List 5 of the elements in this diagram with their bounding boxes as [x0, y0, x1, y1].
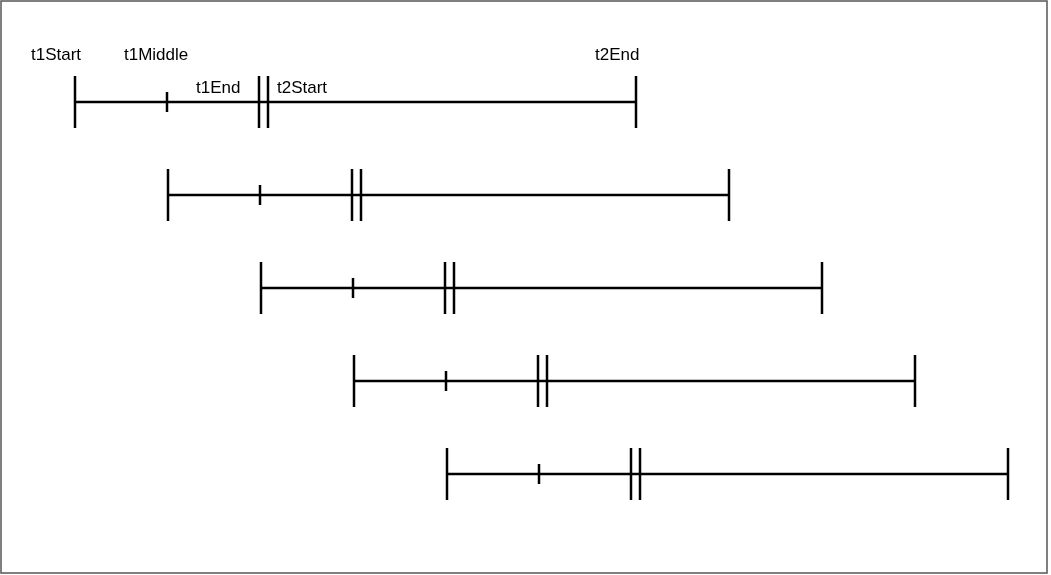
time-label: t1Middle — [124, 45, 189, 65]
time-label: t2Start — [277, 78, 328, 98]
time-label: t1End — [196, 78, 241, 98]
time-label: t2End — [595, 45, 640, 65]
time-label: t1Start — [31, 45, 82, 65]
